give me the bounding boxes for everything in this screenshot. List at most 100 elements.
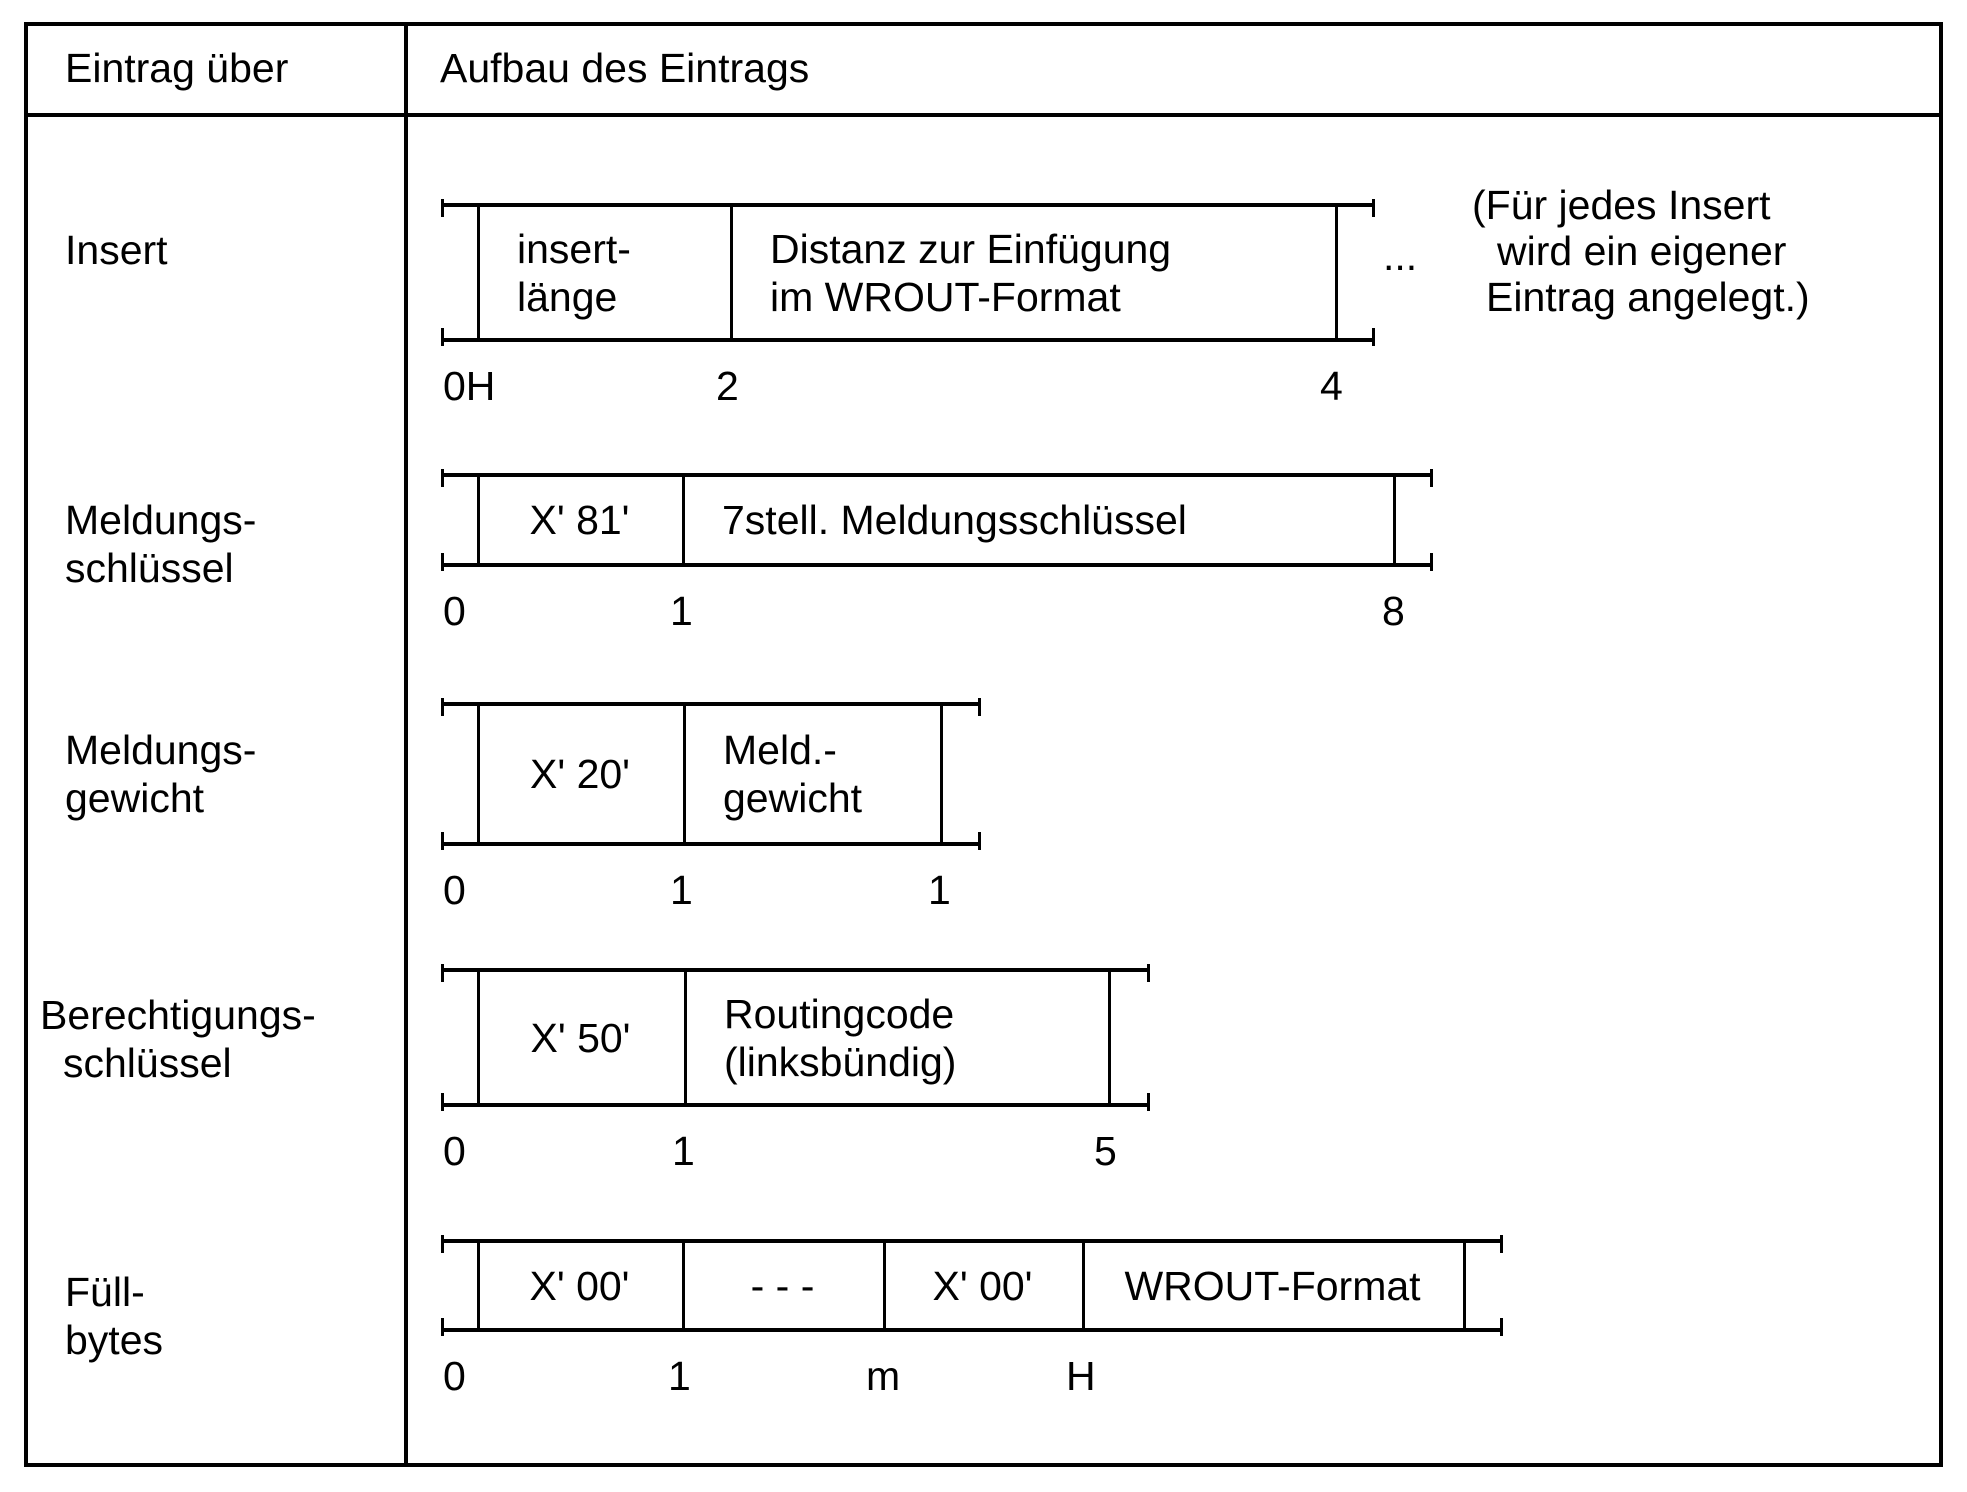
diagram-field-text: länge bbox=[517, 273, 618, 320]
field-divider-line bbox=[1463, 1239, 1466, 1332]
field-divider-line bbox=[683, 702, 686, 846]
byte-offset-label: m bbox=[866, 1353, 901, 1399]
diagram-field: insert-länge bbox=[477, 207, 730, 338]
box-end-tick bbox=[1500, 1235, 1503, 1253]
column-divider-line bbox=[404, 22, 408, 1463]
diagram-field-text: Routingcode bbox=[724, 990, 955, 1037]
byte-offset-label: 0 bbox=[443, 867, 466, 913]
insert-note-line: (Für jedes Insert bbox=[1472, 182, 1771, 228]
field-divider-line bbox=[682, 1239, 685, 1332]
diagram-field-text: X' 50' bbox=[530, 1014, 631, 1061]
row-label-meldungsgewicht: gewicht bbox=[65, 775, 205, 821]
diagram-field-text: - - - bbox=[750, 1262, 815, 1309]
byte-offset-label: 2 bbox=[716, 363, 739, 409]
diagram-field-text: X' 81' bbox=[529, 497, 630, 543]
field-divider-line bbox=[1108, 968, 1111, 1107]
diagram-field-text: X' 00' bbox=[529, 1262, 630, 1309]
diagram-field-text: X' 20' bbox=[530, 751, 630, 797]
diagram-field: Routingcode(linksbündig) bbox=[684, 972, 1108, 1103]
box-end-tick bbox=[1147, 964, 1150, 982]
field-divider-line bbox=[477, 1239, 480, 1332]
box-top-line bbox=[441, 203, 1372, 207]
box-bottom-line bbox=[441, 842, 978, 846]
diagram-field-text: 7stell. Meldungsschlüssel bbox=[722, 497, 1187, 543]
field-divider-line bbox=[682, 473, 685, 567]
box-bottom-line bbox=[441, 1103, 1147, 1107]
box-top-line bbox=[441, 702, 978, 706]
continuation-ellipsis: ... bbox=[1383, 233, 1418, 279]
column-header-aufbau: Aufbau des Eintrags bbox=[440, 45, 810, 91]
header-divider-line bbox=[24, 113, 1943, 117]
table-outer-border bbox=[24, 22, 1943, 1467]
field-divider-line bbox=[730, 203, 733, 342]
box-bottom-line bbox=[441, 1328, 1500, 1332]
diagram-field: X' 00' bbox=[477, 1243, 682, 1328]
diagram-field: X' 50' bbox=[477, 972, 684, 1103]
diagram-field-text: Meld.- bbox=[723, 727, 837, 773]
diagram-field-text: im WROUT-Format bbox=[770, 273, 1121, 320]
diagram-field: Meld.-gewicht bbox=[683, 706, 940, 842]
column-header-eintrag-ueber: Eintrag über bbox=[65, 45, 289, 91]
insert-note-line: wird ein eigener bbox=[1497, 228, 1787, 274]
box-end-tick bbox=[1430, 469, 1433, 487]
field-divider-line bbox=[477, 473, 480, 567]
row-label-berechtigungsschluessel: Berechtigungs- bbox=[40, 992, 316, 1038]
row-label-meldungsgewicht: Meldungs- bbox=[65, 727, 257, 773]
field-divider-line bbox=[883, 1239, 886, 1332]
byte-offset-label: 1 bbox=[670, 867, 693, 913]
byte-offset-label: 4 bbox=[1320, 363, 1343, 409]
field-divider-line bbox=[477, 702, 480, 846]
box-end-tick bbox=[1372, 328, 1375, 346]
box-end-tick bbox=[441, 1318, 444, 1336]
diagram-field: X' 00' bbox=[883, 1243, 1082, 1328]
field-divider-line bbox=[477, 203, 480, 342]
box-end-tick bbox=[1372, 199, 1375, 217]
row-label-meldungsschluessel: schlüssel bbox=[65, 545, 234, 591]
box-end-tick bbox=[441, 698, 444, 716]
box-end-tick bbox=[978, 832, 981, 850]
row-label-fuellbytes: bytes bbox=[65, 1317, 163, 1363]
box-end-tick bbox=[978, 698, 981, 716]
diagram-field-text: X' 00' bbox=[932, 1262, 1033, 1309]
box-end-tick bbox=[1430, 553, 1433, 571]
diagram-field-text: insert- bbox=[517, 225, 631, 272]
insert-note-line: Eintrag angelegt.) bbox=[1486, 274, 1810, 320]
byte-offset-label: 1 bbox=[670, 588, 693, 634]
box-bottom-line bbox=[441, 338, 1372, 342]
field-divider-line bbox=[477, 968, 480, 1107]
box-end-tick bbox=[441, 469, 444, 487]
diagram-field: WROUT-Format bbox=[1082, 1243, 1463, 1328]
row-label-berechtigungsschluessel: schlüssel bbox=[63, 1040, 232, 1086]
box-end-tick bbox=[441, 1235, 444, 1253]
row-label-fuellbytes: Füll- bbox=[65, 1269, 145, 1315]
diagram-field: - - - bbox=[682, 1243, 883, 1328]
row-label-meldungsschluessel: Meldungs- bbox=[65, 497, 257, 543]
diagram-field-text: (linksbündig) bbox=[724, 1038, 957, 1085]
field-divider-line bbox=[1393, 473, 1396, 567]
byte-offset-label: 8 bbox=[1382, 588, 1405, 634]
box-end-tick bbox=[441, 199, 444, 217]
field-divider-line bbox=[1335, 203, 1338, 342]
box-end-tick bbox=[441, 964, 444, 982]
box-end-tick bbox=[1500, 1318, 1503, 1336]
byte-offset-label: 5 bbox=[1094, 1128, 1117, 1174]
diagram-field-text: Distanz zur Einfügung bbox=[770, 225, 1172, 272]
box-end-tick bbox=[441, 832, 444, 850]
byte-offset-label: 0H bbox=[443, 363, 496, 409]
byte-offset-label: 0 bbox=[443, 1128, 466, 1174]
field-divider-line bbox=[940, 702, 943, 846]
field-divider-line bbox=[1082, 1239, 1085, 1332]
diagram-field: X' 20' bbox=[477, 706, 683, 842]
byte-offset-label: 1 bbox=[928, 867, 951, 913]
box-end-tick bbox=[441, 553, 444, 571]
box-bottom-line bbox=[441, 563, 1430, 567]
box-end-tick bbox=[1147, 1093, 1150, 1111]
diagram-field-text: gewicht bbox=[723, 775, 863, 821]
diagram-field: X' 81' bbox=[477, 477, 682, 563]
box-top-line bbox=[441, 1239, 1500, 1243]
byte-offset-label: 1 bbox=[668, 1353, 691, 1399]
diagram-field: 7stell. Meldungsschlüssel bbox=[682, 477, 1393, 563]
box-top-line bbox=[441, 968, 1147, 972]
